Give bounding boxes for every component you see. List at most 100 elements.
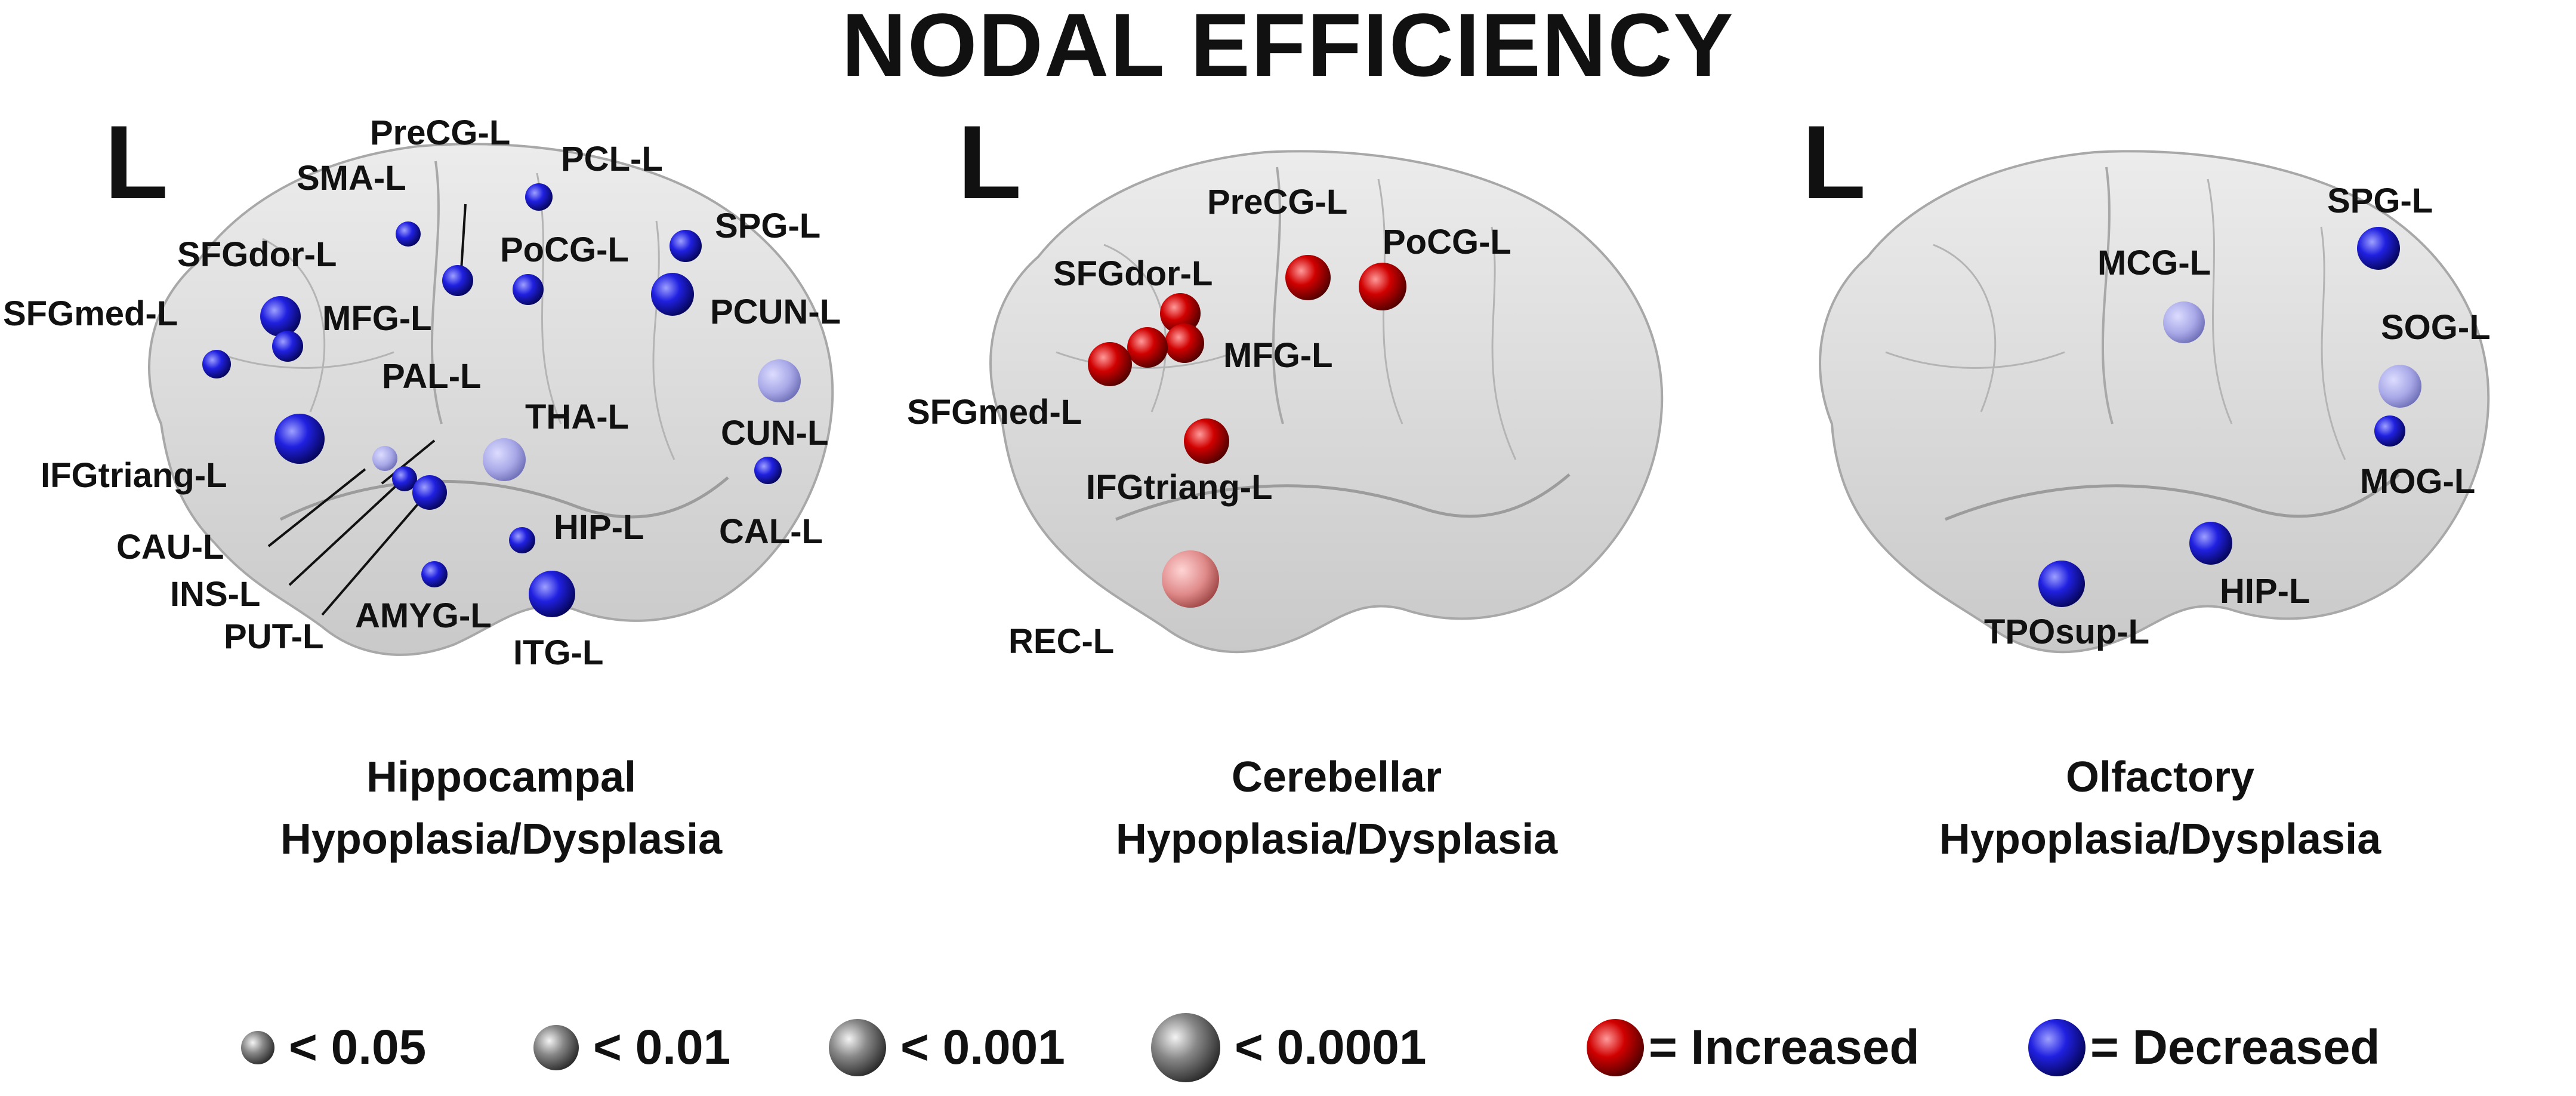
node-sphere-precg — [1285, 255, 1331, 300]
hemisphere-label: L — [958, 104, 1022, 221]
caption-line-2: Hypoplasia/Dysplasia — [1939, 815, 2381, 863]
legend-item-p001: < 0.01 — [531, 1003, 730, 1092]
brain-lateral-view-3 — [1819, 150, 2490, 654]
node-sphere-mcg — [2163, 301, 2205, 343]
node-sphere-sfgmed — [1088, 342, 1132, 386]
node-sphere-tha — [483, 438, 526, 481]
region-label-amyg: AMYG-L — [355, 596, 492, 635]
node-sphere-tposup — [2038, 561, 2085, 607]
panel-olfactory: L SPG-L MCG-L SOG-L MOG-L HIP-L TPOsup-L… — [1742, 90, 2576, 863]
region-label-tha: THA-L — [525, 398, 629, 436]
node-sphere-spg — [670, 230, 702, 262]
caption-line-2: Hypoplasia/Dysplasia — [280, 815, 723, 863]
legend-sphere-red — [1587, 1019, 1644, 1076]
legend-item-p005: < 0.05 — [239, 1003, 426, 1092]
sylvian-fissure — [279, 476, 729, 521]
brain-outline — [989, 150, 1664, 654]
caption-line-1: Cerebellar — [1231, 753, 1442, 801]
legend: < 0.05 < 0.01 < 0.001 < 0.0001 = Increas… — [0, 1003, 2576, 1092]
central-sulcus — [2101, 167, 2114, 424]
gyrus-line — [214, 173, 675, 460]
panel-caption: Cerebellar Hypoplasia/Dysplasia — [919, 746, 1754, 870]
node-sphere-sma — [396, 221, 421, 247]
node-sphere-cun-faint — [758, 359, 801, 402]
node-sphere-hip — [2189, 522, 2232, 565]
node-sphere-sfgdor — [260, 296, 301, 337]
node-sphere-pocg — [513, 274, 544, 305]
connector-lines — [267, 204, 467, 616]
region-label-ins: INS-L — [170, 575, 261, 614]
node-sphere-ifgtriang — [1184, 418, 1229, 464]
hemisphere-label: L — [1802, 104, 1866, 221]
region-label-mfg: MFG-L — [1223, 336, 1333, 375]
node-sphere-pcl — [525, 183, 553, 211]
node-spheres — [2038, 227, 2421, 607]
region-label-rec: REC-L — [1008, 622, 1115, 661]
region-label-spg: SPG-L — [2327, 181, 2433, 220]
node-sphere-pcun — [651, 273, 694, 316]
region-label-sma: SMA-L — [297, 159, 406, 198]
region-label-pocg: PoCG-L — [500, 230, 629, 269]
node-sphere-precg — [442, 265, 473, 296]
region-label-precg: PreCG-L — [1207, 183, 1348, 221]
figure-title: NODAL EFFICIENCY — [841, 0, 1735, 95]
connector-ins — [288, 482, 400, 586]
node-sphere-hip — [509, 527, 535, 553]
region-label-mfg: MFG-L — [322, 299, 432, 338]
legend-sphere-large — [829, 1019, 886, 1076]
region-label-mcg: MCG-L — [2097, 244, 2211, 282]
caption-line-2: Hypoplasia/Dysplasia — [1115, 815, 1558, 863]
legend-label-decreased: = Decreased — [2090, 1020, 2380, 1075]
region-label-cau: CAU-L — [116, 528, 224, 567]
region-label-precg: PreCG-L — [370, 113, 511, 152]
panel-hippocampal: L PreCG-L SMA-L PCL-L SFGdor-L SPG-L PoC… — [3, 90, 919, 863]
brain-outline — [1819, 150, 2490, 654]
central-sulcus — [430, 161, 443, 424]
node-sphere-itg — [529, 571, 575, 617]
panel-cerebellar: L PreCG-L PoCG-L SFGdor-L MFG-L SFGmed-L… — [907, 90, 1754, 863]
region-label-itg: ITG-L — [513, 633, 604, 672]
connector-cau — [267, 468, 366, 547]
node-sphere-mfg — [1127, 327, 1168, 368]
node-sphere-mog — [2374, 415, 2405, 447]
region-label-sog: SOG-L — [2381, 308, 2491, 347]
legend-label-p0001: < 0.001 — [900, 1020, 1065, 1075]
region-label-cun: CUN-L — [721, 414, 829, 452]
region-label-pcl: PCL-L — [561, 140, 663, 178]
region-label-pocg: PoCG-L — [1383, 223, 1511, 261]
node-sphere-sfgdor-b — [1165, 324, 1204, 363]
connector-put — [321, 491, 430, 616]
region-label-ifgtriang: IFGtriang-L — [1086, 468, 1273, 507]
legend-label-p001: < 0.01 — [593, 1020, 731, 1075]
node-spheres — [202, 183, 801, 617]
node-sphere-spg — [2357, 227, 2400, 270]
legend-item-decreased: = Decreased — [2026, 1003, 2380, 1092]
legend-sphere-blue — [2028, 1019, 2086, 1076]
central-sulcus — [1272, 167, 1284, 424]
node-sphere-put — [412, 475, 447, 510]
caption-line-1: Hippocampal — [366, 753, 637, 801]
brain-lateral-view-1 — [148, 143, 834, 656]
node-sphere-sfgmed-a — [272, 331, 303, 362]
region-label-cal: CAL-L — [719, 512, 823, 551]
sylvian-fissure — [1115, 473, 1571, 521]
region-label-hip: HIP-L — [554, 508, 644, 547]
region-label-sfgmed: SFGmed-L — [907, 393, 1082, 432]
region-label-sfgmed: SFGmed-L — [3, 294, 178, 333]
region-label-pal: PAL-L — [382, 357, 482, 396]
node-sphere-sfgmed-b — [202, 350, 231, 378]
legend-item-p00001: < 0.0001 — [1149, 1003, 1426, 1092]
node-spheres — [1088, 255, 1406, 608]
gyrus-line — [1885, 178, 2346, 460]
node-sphere-cal — [754, 457, 782, 484]
node-sphere-cau — [372, 446, 397, 471]
sylvian-fissure — [1945, 473, 2400, 521]
connector-pal — [381, 439, 436, 485]
node-sphere-sog — [2378, 365, 2421, 408]
hemisphere-label: L — [104, 104, 168, 221]
legend-label-increased: = Increased — [1649, 1020, 1920, 1075]
node-sphere-ins — [392, 466, 417, 491]
region-label-hip: HIP-L — [2220, 572, 2310, 611]
region-label-mog: MOG-L — [2360, 462, 2476, 501]
legend-item-increased: = Increased — [1584, 1003, 1920, 1092]
